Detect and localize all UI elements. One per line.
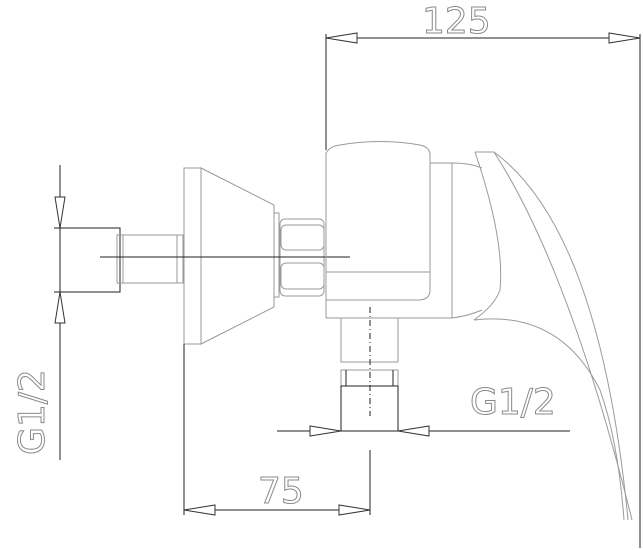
dimension-left-thread: G1/2 [12, 165, 120, 460]
dimension-75: 75 [183, 344, 371, 516]
arrow-up [54, 291, 66, 324]
arrow-left [325, 32, 358, 44]
dimension-bottom-thread: G1/2 [277, 382, 570, 437]
escutcheon [183, 167, 280, 345]
outlet-connector [340, 307, 399, 432]
thread-bottom-label: G1/2 [470, 382, 556, 423]
dimension-125-label: 125 [422, 1, 491, 42]
arrow-right [309, 425, 342, 437]
arrow-down [54, 196, 66, 229]
arrow-left [397, 425, 430, 437]
arrow-left [183, 504, 216, 516]
dimension-125: 125 [325, 1, 641, 548]
mixer-body [325, 141, 483, 319]
thread-left-label: G1/2 [12, 369, 53, 455]
arrow-right [608, 32, 641, 44]
dimension-75-label: 75 [258, 471, 304, 512]
arrow-right [338, 504, 371, 516]
lever-handle [473, 151, 633, 521]
wall-pipe [59, 227, 184, 293]
